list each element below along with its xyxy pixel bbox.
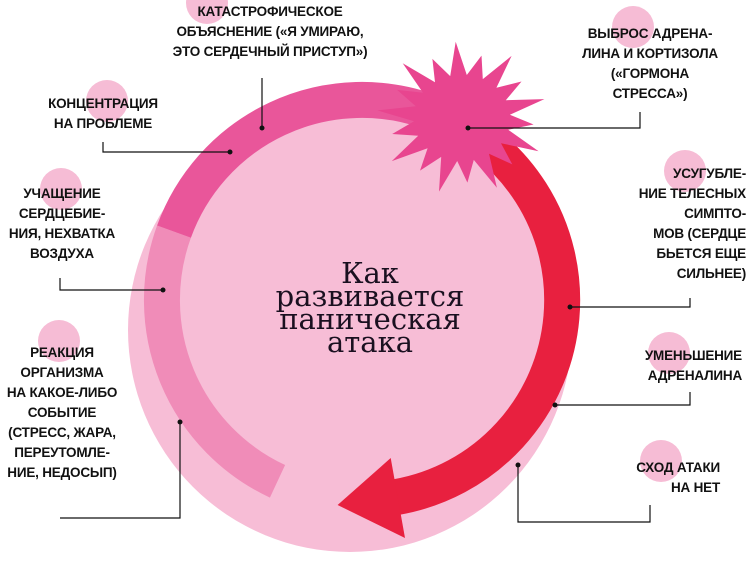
step-dot xyxy=(640,440,682,482)
leader-dots xyxy=(160,125,573,468)
step-dot xyxy=(40,168,82,210)
step-label-adrenaline-release: ВЫБРОС АДРЕНА- ЛИНА И КОРТИЗОЛА («ГОРМОН… xyxy=(582,26,718,101)
ring-segment-mid xyxy=(157,81,437,238)
ring-segment-light xyxy=(143,225,286,498)
step-dot xyxy=(612,6,654,48)
step-label-symptoms: УСУГУБЛЕ- НИЕ ТЕЛЕСНЫХ СИМПТО- МОВ (СЕРД… xyxy=(638,166,746,281)
diagram-title: Как развивается паническая атака xyxy=(275,256,465,359)
step-label-adrenaline-decrease: УМЕНЬШЕНИЕ АДРЕНАЛИНА xyxy=(644,348,742,383)
step-dot xyxy=(86,80,128,122)
step-label-focus: КОНЦЕНТРАЦИЯ НА ПРОБЛЕМЕ xyxy=(48,96,158,131)
starburst xyxy=(377,41,545,192)
step-label-catastrophic: КАТАСТРОФИЧЕСКОЕ ОБЪЯСНЕНИЕ («Я УМИРАЮ, … xyxy=(172,4,368,59)
step-label-fade: СХОД АТАКИ НА НЕТ xyxy=(636,460,720,495)
leader-lines xyxy=(59,78,691,523)
step-dot xyxy=(664,150,706,192)
step-label-heartbeat: УЧАЩЕНИЕ СЕРДЦЕБИЕ- НИЯ, НЕХВАТКА ВОЗДУХ… xyxy=(8,186,116,261)
arrowhead xyxy=(337,458,405,538)
step-dot xyxy=(38,320,80,362)
step-label-trigger: РЕАКЦИЯ ОРГАНИЗМА НА КАКОЕ-ЛИБО СОБЫТИЕ … xyxy=(6,345,118,480)
step-dot xyxy=(648,332,690,374)
